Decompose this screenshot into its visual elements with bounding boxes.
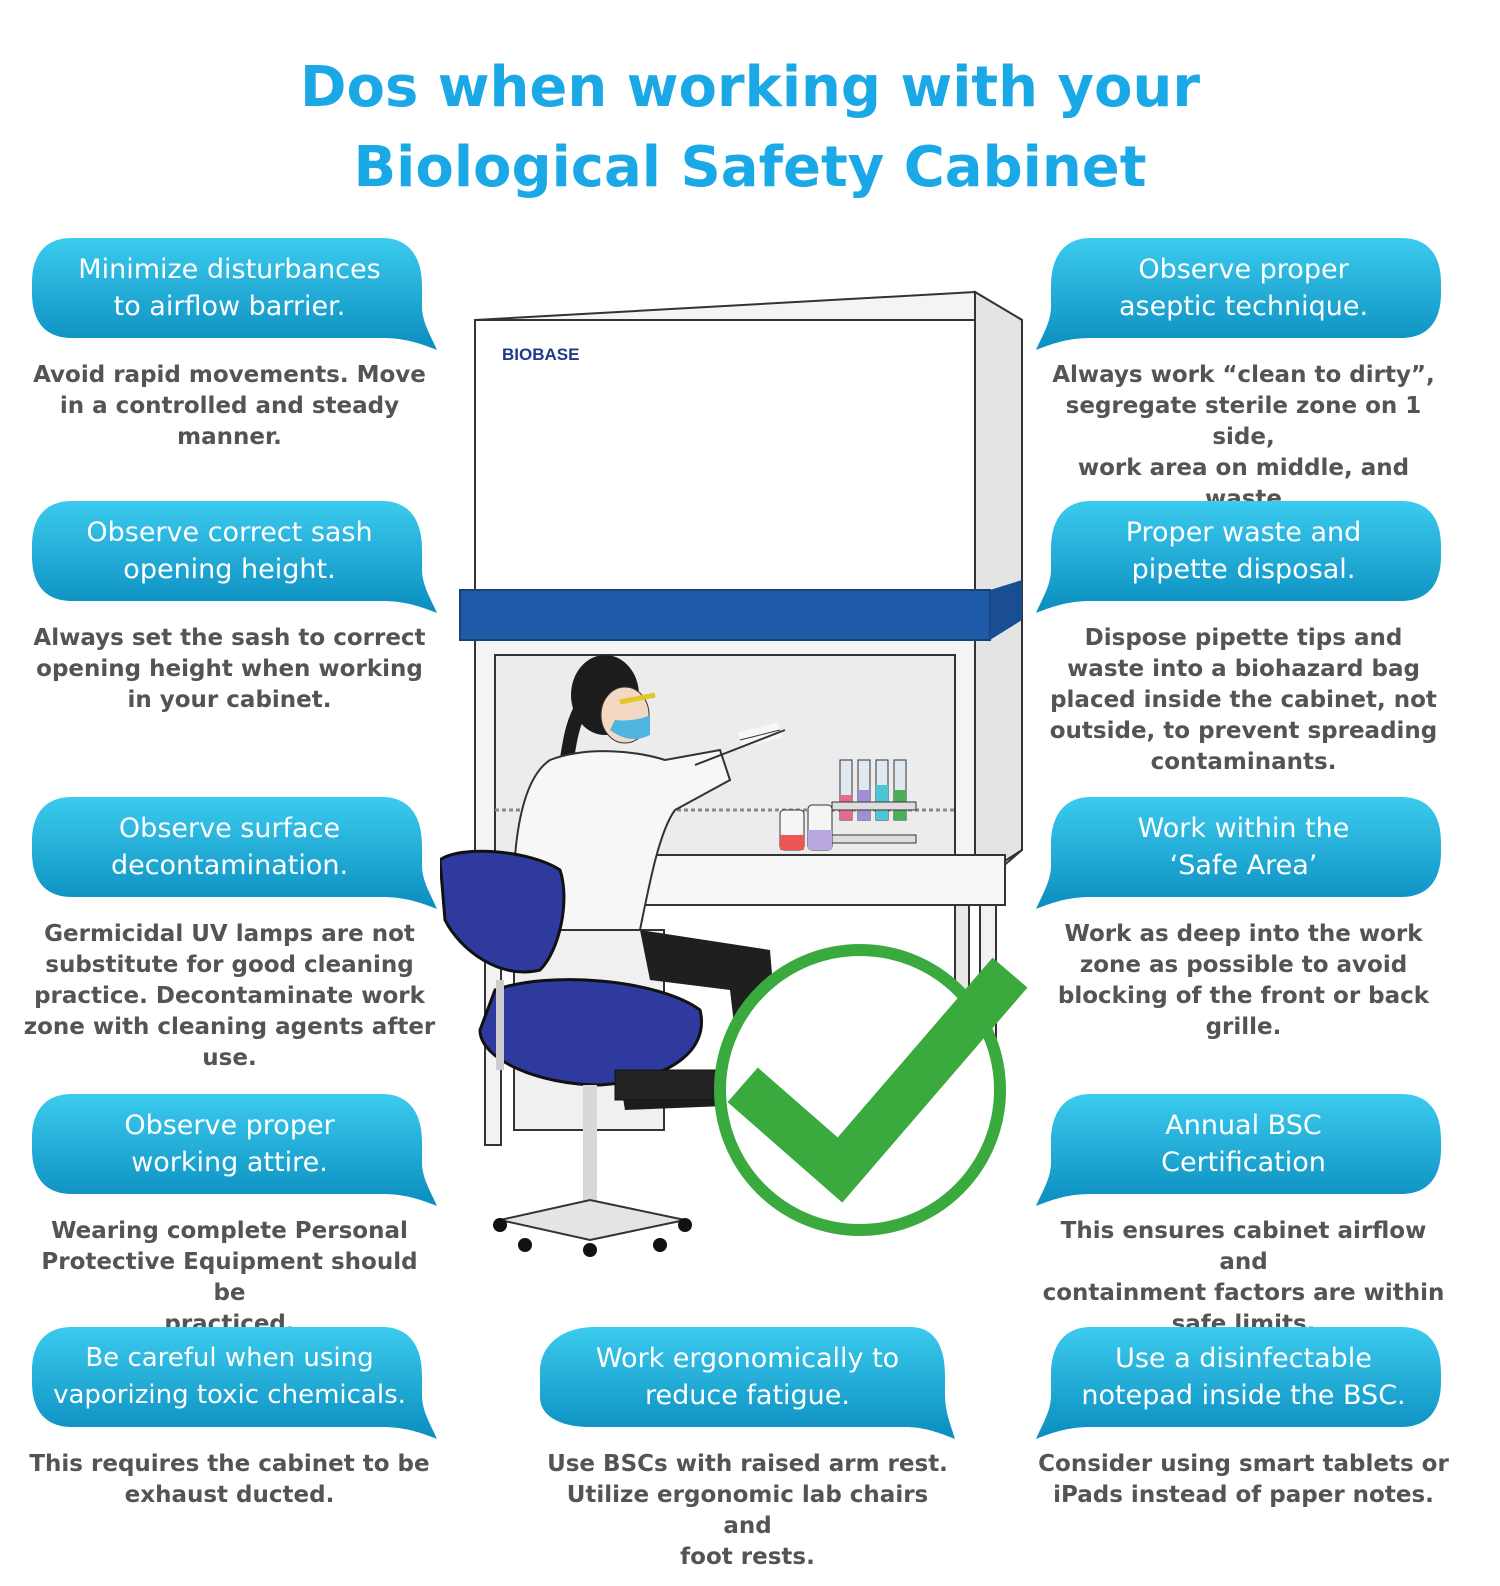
banner-shape — [1036, 1094, 1441, 1206]
banner-shape — [1036, 238, 1441, 350]
tip-description: This requires the cabinet to be exhaust … — [29, 1451, 430, 1508]
tip-safe-area: Work within the ‘Safe Area’ Work as deep… — [1036, 797, 1451, 1043]
tip-description: Germicidal UV lamps are not substitute f… — [23, 921, 436, 1071]
tip-description: Wearing complete Personal Protective Equ… — [41, 1218, 418, 1337]
tip-description: Consider using smart tablets or iPads in… — [1038, 1451, 1449, 1508]
tip-heading: Use a disinfectable notepad inside the B… — [1081, 1343, 1406, 1411]
tip-disinfectable-notepad: Use a disinfectable notepad inside the B… — [1036, 1327, 1451, 1511]
tip-banner: Observe proper working attire. — [22, 1094, 437, 1206]
title-line-1: Dos when working with your — [300, 55, 1200, 120]
reagent-bottles — [779, 804, 833, 851]
banner-shape — [32, 501, 437, 613]
tip-description: This ensures cabinet airflow and contain… — [1042, 1218, 1445, 1337]
banner-shape — [32, 238, 437, 350]
lab-chair — [440, 849, 703, 1257]
tip-heading: Observe proper working attire. — [124, 1110, 335, 1178]
checkmark-icon — [714, 944, 1028, 1236]
tip-waste-disposal: Proper waste and pipette disposal. Dispo… — [1036, 501, 1451, 778]
tip-heading: Minimize disturbances to airflow barrier… — [78, 254, 381, 322]
tip-toxic-chemicals: Be careful when using vaporizing toxic c… — [22, 1327, 437, 1511]
tip-heading: Work ergonomically to reduce fatigue. — [595, 1343, 900, 1411]
tip-description: Dispose pipette tips and waste into a bi… — [1049, 625, 1438, 775]
tip-working-attire: Observe proper working attire. Wearing c… — [22, 1094, 437, 1340]
tip-heading: Observe proper aseptic technique. — [1118, 254, 1369, 322]
tip-banner: Observe surface decontamination. — [22, 797, 437, 909]
tip-banner: Proper waste and pipette disposal. — [1036, 501, 1451, 613]
brand-logo: BIOBASE — [502, 345, 579, 364]
tip-ergonomics: Work ergonomically to reduce fatigue. Us… — [540, 1327, 955, 1573]
tip-description: Always set the sash to correct opening h… — [33, 625, 426, 713]
cabinet-illustration: BIOBASE — [440, 290, 1028, 1257]
title-line-2: Biological Safety Cabinet — [353, 135, 1147, 200]
tip-banner: Use a disinfectable notepad inside the B… — [1036, 1327, 1451, 1439]
banner-shape — [1036, 1327, 1441, 1439]
tip-heading: Observe surface decontamination. — [110, 813, 349, 881]
banner-shape — [32, 797, 437, 909]
tip-aseptic-technique: Observe proper aseptic technique. Always… — [1036, 238, 1451, 546]
tip-heading: Be careful when using vaporizing toxic c… — [53, 1343, 406, 1410]
tip-annual-certification: Annual BSC Certification This ensures ca… — [1036, 1094, 1451, 1340]
sash-blue-band — [459, 589, 991, 641]
tip-minimize-disturbances: Minimize disturbances to airflow barrier… — [22, 238, 437, 453]
tip-description: Use BSCs with raised arm rest. Utilize e… — [547, 1451, 948, 1570]
tip-heading: Proper waste and pipette disposal. — [1125, 517, 1362, 585]
tip-description: Work as deep into the work zone as possi… — [1057, 921, 1430, 1040]
tip-heading: Observe correct sash opening height. — [86, 517, 373, 585]
tip-heading: Work within the ‘Safe Area’ — [1137, 813, 1350, 881]
tip-banner: Work ergonomically to reduce fatigue. — [540, 1327, 955, 1439]
banner-shape — [32, 1094, 437, 1206]
banner-shape — [1036, 501, 1441, 613]
tip-sash-height: Observe correct sash opening height. Alw… — [22, 501, 437, 716]
tip-banner: Work within the ‘Safe Area’ — [1036, 797, 1451, 909]
tip-banner: Observe correct sash opening height. — [22, 501, 437, 613]
tip-surface-decontamination: Observe surface decontamination. Germici… — [22, 797, 437, 1074]
tip-banner: Be careful when using vaporizing toxic c… — [22, 1327, 437, 1439]
test-tube-rack — [831, 759, 917, 844]
tip-description: Avoid rapid movements. Move in a control… — [33, 362, 426, 450]
tip-banner: Observe proper aseptic technique. — [1036, 238, 1451, 350]
tip-banner: Minimize disturbances to airflow barrier… — [22, 238, 437, 350]
banner-shape — [32, 1327, 437, 1439]
tip-banner: Annual BSC Certification — [1036, 1094, 1451, 1206]
cabinet-top-panel — [474, 319, 976, 591]
banner-shape — [1036, 797, 1441, 909]
banner-shape — [540, 1327, 955, 1439]
tip-heading: Annual BSC Certification — [1161, 1110, 1326, 1178]
